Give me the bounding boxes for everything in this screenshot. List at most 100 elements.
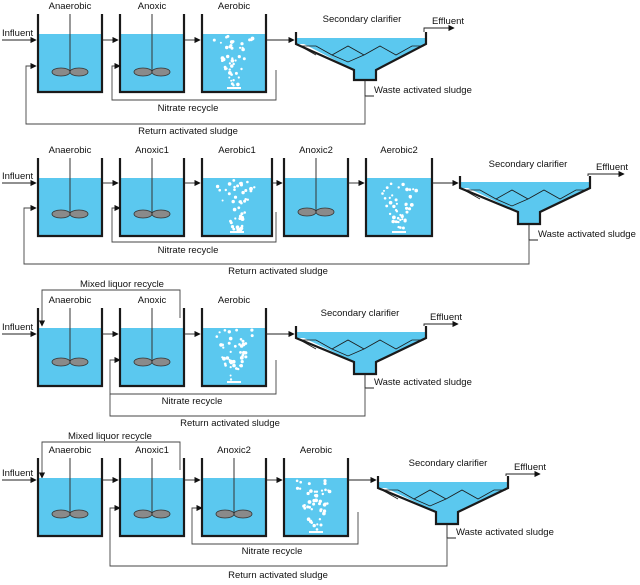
bubble	[241, 190, 245, 195]
effluent-label: Effluent	[596, 162, 628, 173]
bubble	[234, 71, 238, 75]
bubble	[231, 40, 235, 43]
bubble	[225, 45, 229, 50]
bubble	[388, 196, 391, 199]
bubble	[238, 182, 241, 185]
mixer-blade-icon	[51, 509, 71, 519]
bubble	[385, 204, 389, 208]
bubble	[388, 200, 393, 205]
bubble	[405, 187, 409, 192]
diffuser-icon	[230, 231, 244, 233]
bubble	[233, 195, 238, 199]
bubble	[226, 34, 230, 38]
bubble	[236, 228, 240, 232]
bubble	[215, 184, 220, 189]
bubble	[318, 518, 322, 521]
influent-label: Influent	[2, 171, 34, 182]
bubble	[230, 64, 234, 68]
bubble	[394, 198, 398, 202]
waste-label: Waste activated sludge	[538, 229, 636, 240]
mixer-blade-icon	[133, 509, 153, 519]
tank-anoxic1: Anoxic1	[118, 445, 186, 538]
bubble	[381, 192, 384, 195]
bubble	[405, 210, 409, 214]
bubble	[249, 189, 253, 193]
tank-label: Anaerobic	[49, 445, 92, 456]
bubble	[250, 38, 253, 42]
bubble	[249, 186, 253, 191]
bubble	[313, 494, 317, 497]
bubble	[241, 339, 245, 343]
bubble	[383, 189, 385, 192]
bubble	[239, 364, 242, 367]
bubble	[389, 182, 393, 186]
bubble	[224, 188, 227, 192]
bubble	[226, 54, 230, 59]
bubble	[227, 330, 231, 334]
aeration-bubbles-icon	[381, 182, 419, 233]
tank-aerobic1: Aerobic1	[200, 145, 274, 238]
bubble	[312, 523, 316, 528]
bubble	[244, 351, 248, 355]
tank-label: Anaerobic	[49, 295, 92, 306]
bubble	[242, 57, 246, 61]
bubble	[237, 367, 240, 371]
bubble	[295, 479, 299, 483]
bubble	[396, 216, 400, 220]
bubble	[231, 199, 235, 204]
influent-label: Influent	[2, 28, 34, 39]
bubble	[219, 41, 222, 44]
bubble	[314, 498, 318, 503]
mixer-blade-icon	[51, 357, 71, 367]
tank-anaerobic: Anaerobic	[36, 445, 104, 538]
tank-label: Aerobic1	[218, 145, 256, 156]
effluent-label: Effluent	[514, 462, 546, 473]
bubble	[239, 226, 244, 231]
bubble	[401, 182, 405, 187]
bubble	[236, 184, 240, 188]
tank-anaerobic: Anaerobic	[36, 1, 104, 94]
ras-line	[25, 62, 366, 125]
aeration-bubbles-icon	[295, 479, 332, 533]
bubble	[318, 502, 321, 506]
bubble	[244, 355, 248, 359]
tank-aerobic: Aerobic	[282, 445, 350, 538]
influent-label: Influent	[2, 468, 34, 479]
bubble	[310, 508, 313, 511]
bubble	[409, 203, 414, 207]
mixer-blade-icon	[69, 509, 89, 519]
bubble	[307, 482, 311, 486]
tank-label: Anoxic2	[217, 445, 251, 456]
clarifier-label: Secondary clarifier	[489, 159, 568, 170]
bubble	[323, 481, 327, 486]
effluent-arrow	[423, 24, 455, 32]
nitrate-label: Nitrate recycle	[158, 245, 219, 256]
bubble	[230, 59, 235, 63]
bubble	[392, 204, 396, 209]
diagram-4: Mixed liquor recycle Influent Anaerobic …	[2, 431, 554, 581]
bubble	[232, 359, 236, 364]
mixer-blade-icon	[133, 357, 153, 367]
effluent-label: Effluent	[430, 312, 462, 323]
bubble	[240, 215, 244, 220]
bubble	[230, 79, 233, 82]
bubble	[299, 480, 303, 484]
nitrate-label: Nitrate recycle	[162, 396, 223, 407]
bubble	[312, 502, 316, 506]
bubble	[231, 57, 234, 60]
tank-aerobic2: Aerobic2	[364, 145, 434, 238]
bubble	[232, 62, 235, 66]
aeration-bubbles-icon	[215, 179, 256, 233]
bubble	[315, 528, 319, 531]
bubble	[238, 343, 241, 346]
bubble	[321, 492, 324, 496]
bubble	[391, 194, 394, 197]
bubble	[232, 179, 236, 182]
mixer-blade-icon	[233, 509, 253, 519]
bubble	[404, 204, 407, 206]
diffuser-icon	[392, 231, 406, 233]
bubble	[228, 62, 231, 65]
waste-label: Waste activated sludge	[456, 527, 554, 538]
bubble	[221, 59, 224, 62]
bubble	[241, 342, 246, 347]
